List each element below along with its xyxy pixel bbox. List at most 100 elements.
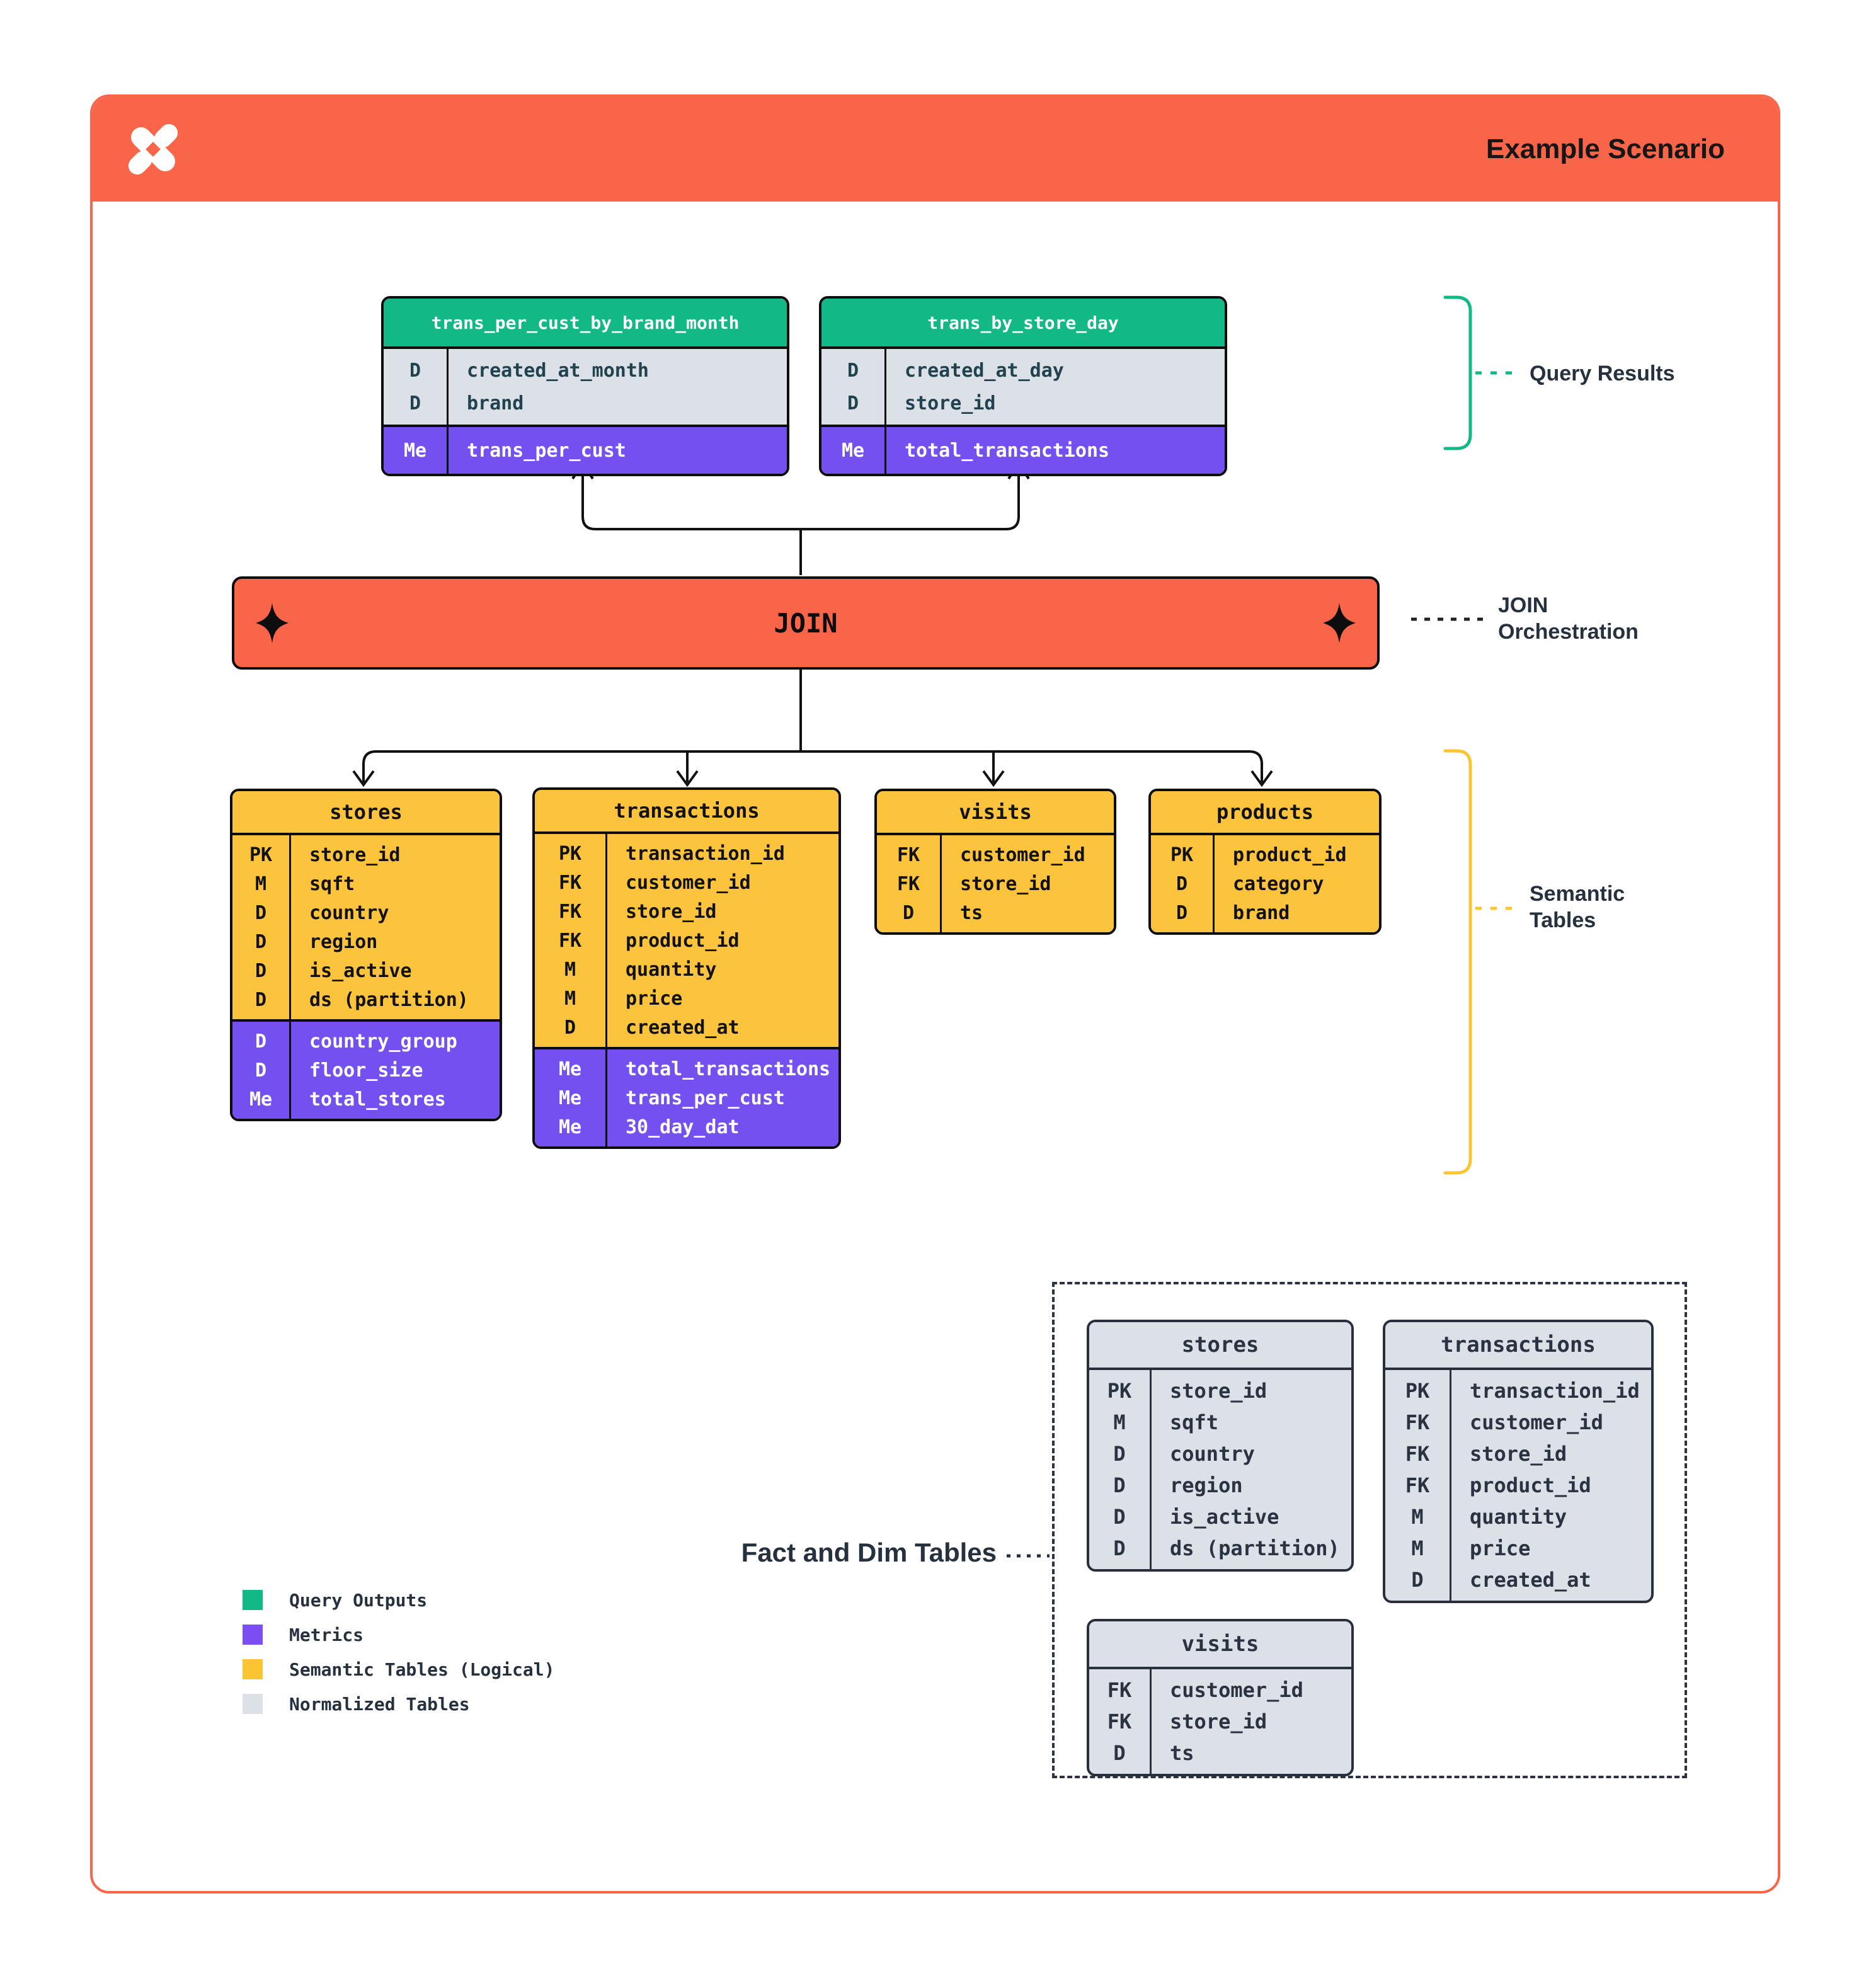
table-title: trans_per_cust_by_brand_month [384,299,787,346]
legend-swatch [243,1625,263,1645]
row-key-badge: M [255,872,267,895]
row-key-badge: FK [558,871,582,894]
row-key-badge: PK [558,842,582,865]
column-name: country [309,901,389,924]
table-row: FK customer_id [535,868,838,897]
column-name: region [1170,1473,1243,1497]
row-key-badge: M [564,958,576,981]
row-key-badge: D [1113,1505,1126,1529]
row-key-badge: D [255,1030,267,1053]
semantic-tables-label-line2: Tables [1530,908,1596,932]
column-name: product_id [626,929,740,952]
table-title: stores [1089,1322,1351,1368]
legend-label: Normalized Tables [289,1693,470,1715]
row-key-badge: D [255,930,267,953]
column-name: ts [960,901,983,924]
row-key-badge: PK [249,843,273,866]
row-key-badge: PK [1170,843,1194,866]
join-orchestration-label-line2: Orchestration [1498,620,1639,644]
row-key-badge: FK [1107,1678,1132,1702]
sparkle-icon [1323,603,1356,643]
row-key-badge: D [1411,1568,1424,1592]
row-key-badge: FK [558,929,582,952]
join-label: JOIN [774,607,838,639]
column-name: created_at [1470,1568,1591,1592]
column-name: region [309,930,378,953]
row-key-badge: M [564,987,576,1010]
row-key-badge: D [847,392,859,414]
row-key-badge: Me [558,1116,582,1138]
column-name: total_transactions [905,439,1110,462]
column-name: is_active [1170,1505,1279,1529]
semantic-tables-label-line1: Semantic [1530,882,1625,906]
row-key-badge: D [1176,901,1188,924]
column-name: floor_size [309,1059,423,1082]
row-key-badge: FK [1405,1473,1430,1497]
column-name: 30_day_dat [626,1116,740,1138]
legend-item: Query Outputs [243,1587,554,1613]
column-name: brand [467,392,524,414]
legend-label: Query Outputs [289,1589,428,1611]
column-name: store_id [905,392,996,414]
column-name: customer_id [1170,1678,1303,1702]
row-key-badge: D [847,359,859,382]
row-key-badge: D [409,392,421,414]
column-name: customer_id [1470,1410,1603,1434]
column-name: customer_id [626,871,751,894]
legend-label: Semantic Tables (Logical) [289,1659,555,1680]
row-key-badge: Me [249,1088,273,1111]
column-name: sqft [309,872,355,895]
row-key-badge: D [902,901,915,924]
column-name: store_id [626,900,717,923]
column-name: country_group [309,1030,457,1053]
row-key-badge: PK [1405,1379,1430,1403]
column-name: store_id [960,872,1051,895]
legend-item: Normalized Tables [243,1691,554,1717]
column-name: store_id [1170,1379,1267,1403]
column-name: store_id [1170,1710,1267,1734]
row-key-badge: Me [558,1058,582,1080]
column-name: transaction_id [1470,1379,1640,1403]
column-name: transaction_id [626,842,785,865]
table-title: trans_by_store_day [821,299,1225,346]
row-key-badge: D [255,1059,267,1082]
table-title: stores [232,791,500,833]
table-title: visits [1089,1621,1351,1667]
column-name: quantity [1470,1505,1567,1529]
legend-item: Semantic Tables (Logical) [243,1657,554,1682]
row-key-badge: D [564,1016,576,1039]
column-name: sqft [1170,1410,1219,1434]
legend-swatch [243,1659,263,1679]
